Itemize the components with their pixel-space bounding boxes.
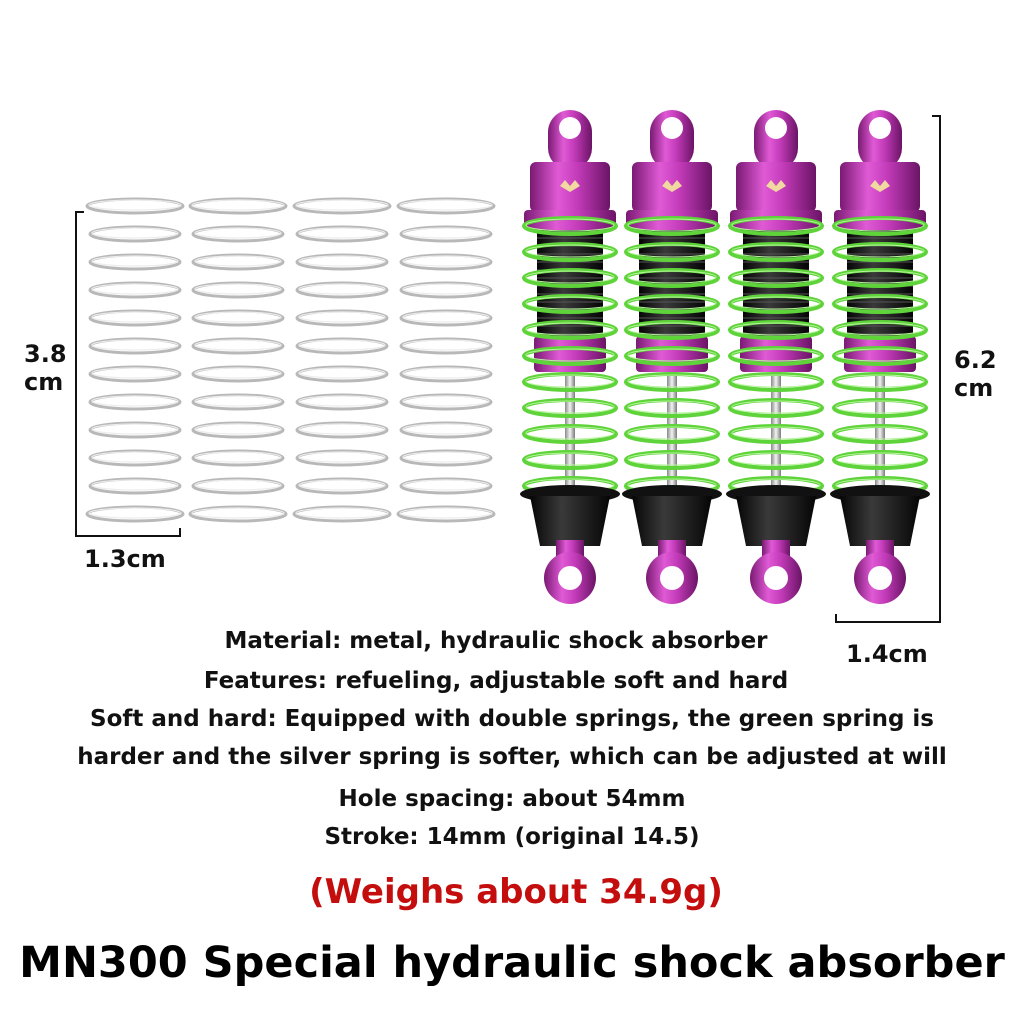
spec-hole-spacing: Hole spacing: about 54mm <box>338 786 686 812</box>
shock-absorber-4 <box>830 110 930 604</box>
silver-spring-3 <box>292 197 392 523</box>
shock-height-unit: cm <box>954 374 994 402</box>
silver-spring-1 <box>85 197 185 523</box>
dimension-lines <box>75 115 941 623</box>
spec-material: Material: metal, hydraulic shock absorbe… <box>224 628 768 654</box>
shock-width-bracket <box>835 614 941 623</box>
spring-width-label: 1.3cm <box>84 545 166 573</box>
shock-height-value: 6.2 <box>954 346 997 374</box>
silver-spring-2 <box>188 197 288 523</box>
spring-height-unit: cm <box>24 368 64 396</box>
spring-height-bracket <box>75 211 84 537</box>
spec-features: Features: refueling, adjustable soft and… <box>203 668 789 694</box>
spring-height-label: 3.8 cm <box>24 340 67 396</box>
spec-stroke: Stroke: 14mm (original 14.5) <box>324 824 700 850</box>
spring-width-bracket <box>75 528 181 537</box>
shock-absorber-3 <box>726 110 826 604</box>
shock-absorber-1 <box>520 110 620 604</box>
shock-absorber-2 <box>622 110 722 604</box>
product-title: MN300 Special hydraulic shock absorber <box>19 938 1005 988</box>
silver-spring-4 <box>396 197 496 523</box>
shock-height-bracket <box>932 115 941 623</box>
spec-soft-hard-2: harder and the silver spring is softer, … <box>77 744 947 770</box>
shock-height-label: 6.2 cm <box>954 346 997 402</box>
shock-width-label: 1.4cm <box>846 640 928 668</box>
spring-height-value: 3.8 <box>24 340 67 368</box>
weight-note: (Weighs about 34.9g) <box>309 872 723 912</box>
product-illustration <box>75 110 941 623</box>
spec-soft-hard-1: Soft and hard: Equipped with double spri… <box>90 706 934 732</box>
